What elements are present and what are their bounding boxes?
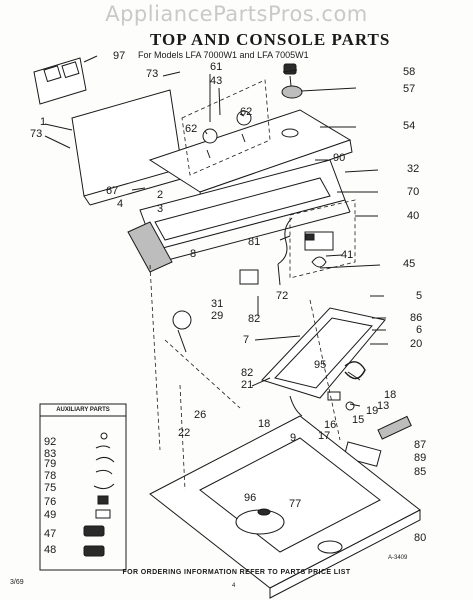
part-label-89: 89 [414,452,427,464]
aux-label-83: 83 [44,448,57,460]
console-rear-panel-part [71,89,189,206]
part-label-80: 80 [414,532,427,544]
page-subtitle: For Models LFA 7000W1 and LFA 7005W1 [138,50,309,60]
part-label-18-left: 18 [258,418,271,430]
wire-harness-part [277,217,293,286]
part-label-67: 67 [106,185,119,197]
part-label-17: 17 [318,430,331,442]
part-label-3: 3 [157,203,164,215]
part-label-62-left: 62 [185,123,198,135]
page-title: TOP AND CONSOLE PARTS [150,30,391,49]
bezel-panel-part [33,57,87,105]
part-label-77: 77 [289,498,302,510]
part-label-62-right: 62 [240,106,253,118]
part-label-61: 61 [210,61,223,73]
aux-label-76: 76 [44,496,57,508]
part-label-6: 6 [416,324,423,336]
page-marker: 4 [232,583,236,589]
part-label-16: 16 [324,419,337,431]
part-label-87: 87 [414,439,427,451]
aux-label-75: 75 [44,482,57,494]
auxiliary-parts-box [39,403,127,571]
part-label-86: 86 [410,312,423,324]
part-label-97: 97 [113,50,126,62]
aux-label-79: 79 [44,458,57,470]
aux-label-78: 78 [44,470,57,482]
document-id: 3/69 [10,579,24,586]
part-label-82-lower: 82 [241,367,254,379]
ordering-info-footer: FOR ORDERING INFORMATION REFER TO PARTS … [122,569,351,576]
part-label-73-left: 73 [30,128,43,140]
auxiliary-parts-title: AUXILIARY PARTS [56,407,110,413]
part-label-13: 13 [377,400,390,412]
part-label-7: 7 [243,334,250,346]
aux-label-49: 49 [44,509,57,521]
part-label-43: 43 [210,75,223,87]
part-label-58: 58 [403,66,416,78]
part-label-82-upper: 82 [248,313,261,325]
aux-label-92: 92 [44,436,57,448]
part-label-45: 45 [403,258,416,270]
part-label-15: 15 [352,414,365,426]
part-label-4: 4 [117,198,124,210]
diagram-id: A-3409 [388,555,408,561]
assembly-guide-lines [149,264,341,491]
part-label-22: 22 [178,427,191,439]
control-knob-part [281,63,303,99]
watermark: AppliancePartsPros.com [105,2,368,26]
part-label-19: 19 [366,405,379,417]
part-label-54: 54 [403,120,416,132]
part-label-73-top: 73 [146,68,159,80]
part-label-2: 2 [157,189,164,201]
part-label-31: 31 [211,298,224,310]
part-label-41: 41 [341,249,354,261]
part-label-85: 85 [414,466,427,478]
part-label-70: 70 [407,186,420,198]
part-label-90: 90 [333,152,346,164]
foot-part [317,540,343,554]
leader-lines [44,55,388,407]
part-label-40: 40 [407,210,420,222]
part-label-5: 5 [416,290,423,302]
part-label-95: 95 [314,359,327,371]
aux-label-48: 48 [44,544,57,556]
part-label-18-right: 18 [384,389,397,401]
lid-assembly-part [261,307,386,399]
aux-label-47: 47 [44,528,57,540]
top-cabinet-part [149,415,421,599]
part-label-32: 32 [407,163,420,175]
part-label-72: 72 [276,290,289,302]
switch-box-part [289,199,356,279]
end-bracket-part [127,221,173,273]
control-panel-frame-part [139,159,351,263]
part-label-20-upper: 20 [410,338,423,350]
part-label-1: 1 [40,116,47,128]
part-label-57: 57 [403,83,416,95]
part-label-21: 21 [241,379,254,391]
part-label-9: 9 [290,432,297,444]
part-label-8: 8 [190,248,197,260]
timer-part [172,269,259,353]
part-label-26: 26 [194,409,207,421]
part-label-29: 29 [211,310,224,322]
latch-parts [343,415,412,467]
part-label-81: 81 [248,236,261,248]
part-label-96: 96 [244,492,257,504]
